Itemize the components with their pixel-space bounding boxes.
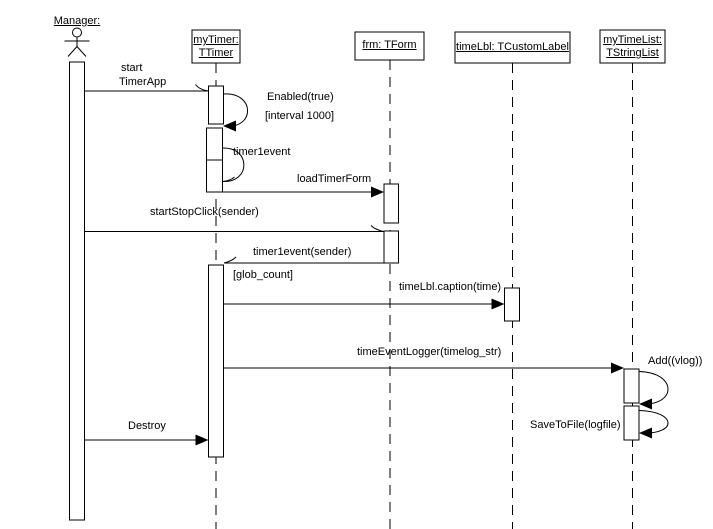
message-label-enabled: Enabled(true) bbox=[267, 91, 334, 103]
open-arrowhead-startstopclick bbox=[370, 225, 384, 232]
self-message-timer1event bbox=[222, 147, 245, 183]
lifeline-label-mytimelist-1: myTimeList: bbox=[603, 34, 662, 46]
arrowhead-add-vlog bbox=[639, 398, 652, 410]
activation-mytimer-4 bbox=[208, 264, 224, 458]
activation-frm-2 bbox=[383, 230, 399, 264]
message-label-loadtimerform: loadTimerForm bbox=[297, 173, 372, 185]
self-message-savetofile bbox=[638, 410, 669, 434]
arrowhead-timeeventlogger bbox=[611, 362, 624, 374]
lifeline-label-frm: frm: TForm bbox=[362, 39, 417, 51]
activation-frm-1 bbox=[383, 183, 399, 224]
arrowhead-enabled bbox=[223, 120, 236, 132]
lifeline-box-timelbl bbox=[454, 31, 571, 64]
lifeline-box-frm bbox=[354, 31, 425, 61]
message-label-savetofile: SaveToFile(logfile) bbox=[530, 419, 621, 431]
message-label-timelbl-caption: timeLbl.caption(time) bbox=[399, 281, 502, 293]
lifeline-label-timelbl: timeLbl: TCustomLabel bbox=[456, 41, 569, 53]
activation-mytimer-3 bbox=[206, 159, 223, 193]
activation-mytimelist-2 bbox=[623, 405, 640, 441]
activation-mytimer-1 bbox=[208, 85, 224, 125]
open-arrowhead-timer1event-sender bbox=[223, 256, 237, 264]
message-label-timeeventlogger: timeEventLogger(timelog_str) bbox=[357, 346, 502, 358]
lifeline-box-mytimelist bbox=[599, 29, 666, 64]
message-label-timer1event-sender: timer1event(sender) bbox=[253, 246, 352, 258]
activation-timelbl bbox=[504, 287, 520, 322]
lifeline-box-mytimer bbox=[191, 29, 241, 64]
lifeline-label-mytimer-1: myTimer: bbox=[193, 34, 239, 46]
activation-mytimelist-1 bbox=[623, 368, 640, 404]
actor-icon bbox=[64, 27, 90, 57]
lifeline-label-mytimelist-2: TStringList bbox=[606, 47, 659, 59]
message-label-start-line2: TimerApp bbox=[119, 76, 167, 88]
message-label-timer1event: timer1event bbox=[233, 146, 291, 158]
message-label-glob-count-guard: [glob_count] bbox=[233, 269, 293, 281]
message-label-add-vlog: Add((vlog)) bbox=[648, 355, 703, 367]
open-arrowhead-timer1event bbox=[222, 176, 235, 182]
open-arrowhead-start-timerapp bbox=[195, 84, 209, 92]
activation-manager bbox=[69, 61, 85, 521]
message-label-startstopclick: startStopClick(sender) bbox=[150, 206, 259, 218]
actor-label: Manager: bbox=[53, 15, 101, 27]
message-label-start-line1: start bbox=[121, 62, 143, 74]
arrowhead-timelbl-caption bbox=[491, 298, 505, 310]
self-message-add-vlog bbox=[638, 371, 669, 405]
arrowhead-destroy bbox=[195, 434, 209, 446]
message-label-interval-guard: [interval 1000] bbox=[265, 110, 335, 122]
lifeline-label-mytimer-2: TTimer bbox=[198, 47, 234, 59]
activation-mytimer-2 bbox=[206, 127, 223, 161]
arrowhead-savetofile bbox=[639, 427, 652, 439]
arrowhead-loadtimerform bbox=[371, 186, 384, 198]
message-label-destroy: Destroy bbox=[128, 420, 166, 432]
